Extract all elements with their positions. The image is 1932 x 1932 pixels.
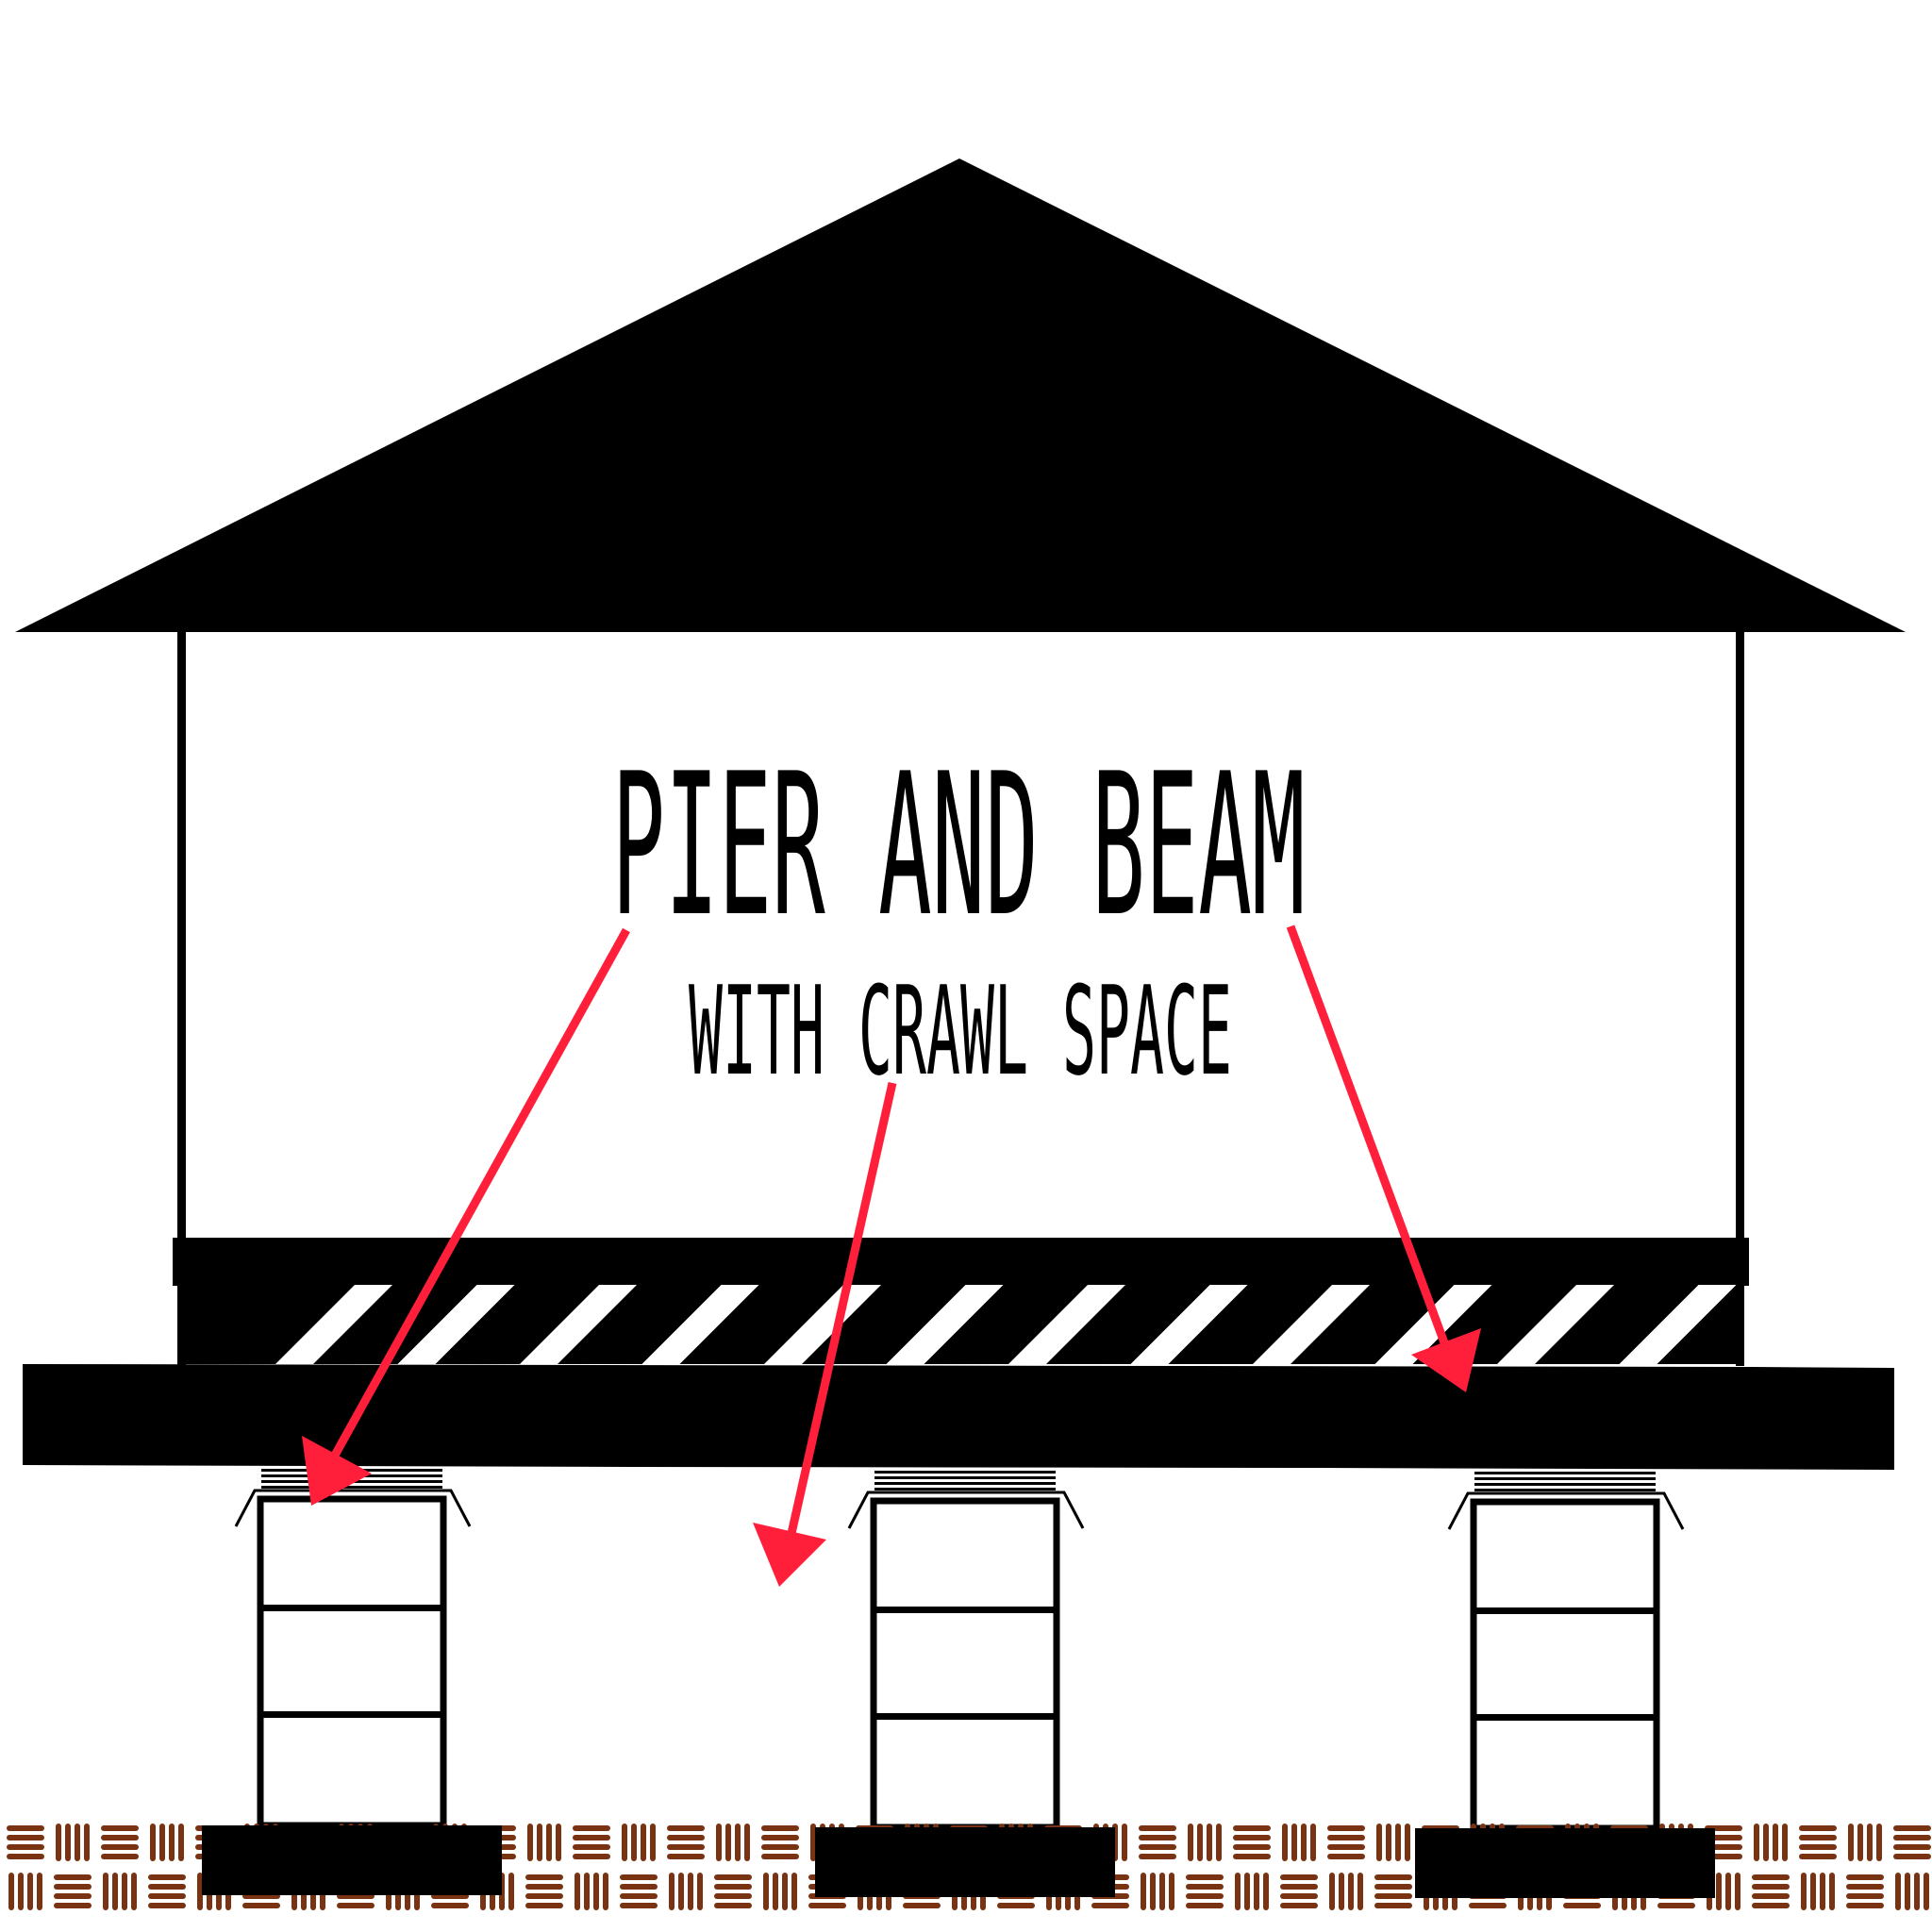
diagram-subtitle: WITH CRAWL SPACE <box>689 959 1232 1103</box>
pier-cap <box>234 1489 472 1527</box>
joist-gap <box>1741 1285 1858 1364</box>
diagram-title: PIER AND BEAM <box>612 732 1306 960</box>
arrow-to-right-joists <box>1286 924 1481 1392</box>
footing-left <box>202 1825 502 1895</box>
joist-gap <box>1619 1285 1737 1364</box>
pier-shims <box>1474 1472 1656 1491</box>
joist-gap <box>886 1285 1004 1364</box>
joist-gap <box>397 1285 515 1364</box>
joist-gap <box>641 1285 759 1364</box>
joist-gap <box>1130 1285 1248 1364</box>
pier-cap <box>1447 1491 1685 1530</box>
joist-gap <box>520 1285 637 1364</box>
footing-center <box>815 1827 1115 1897</box>
pier-column <box>870 1497 1060 1831</box>
left-wall <box>177 630 186 1366</box>
roof <box>15 158 1906 632</box>
joist-gap <box>1497 1285 1614 1364</box>
pier-cap <box>847 1491 1085 1529</box>
arrow-to-crawl-space <box>753 1082 897 1587</box>
pier-shims <box>874 1471 1056 1491</box>
floor-joists <box>185 1285 1858 1364</box>
main-beam <box>23 1364 1894 1470</box>
arrow-to-left-pier <box>302 927 630 1506</box>
pier-column <box>257 1495 447 1829</box>
joist-gap <box>764 1285 881 1364</box>
floor-band <box>173 1238 1749 1286</box>
pier-column <box>1470 1498 1660 1832</box>
joist-gap <box>1008 1285 1125 1364</box>
joist-gap <box>1253 1285 1370 1364</box>
joist-gap <box>275 1285 392 1364</box>
footing-right <box>1415 1828 1715 1898</box>
right-wall <box>1736 630 1744 1366</box>
